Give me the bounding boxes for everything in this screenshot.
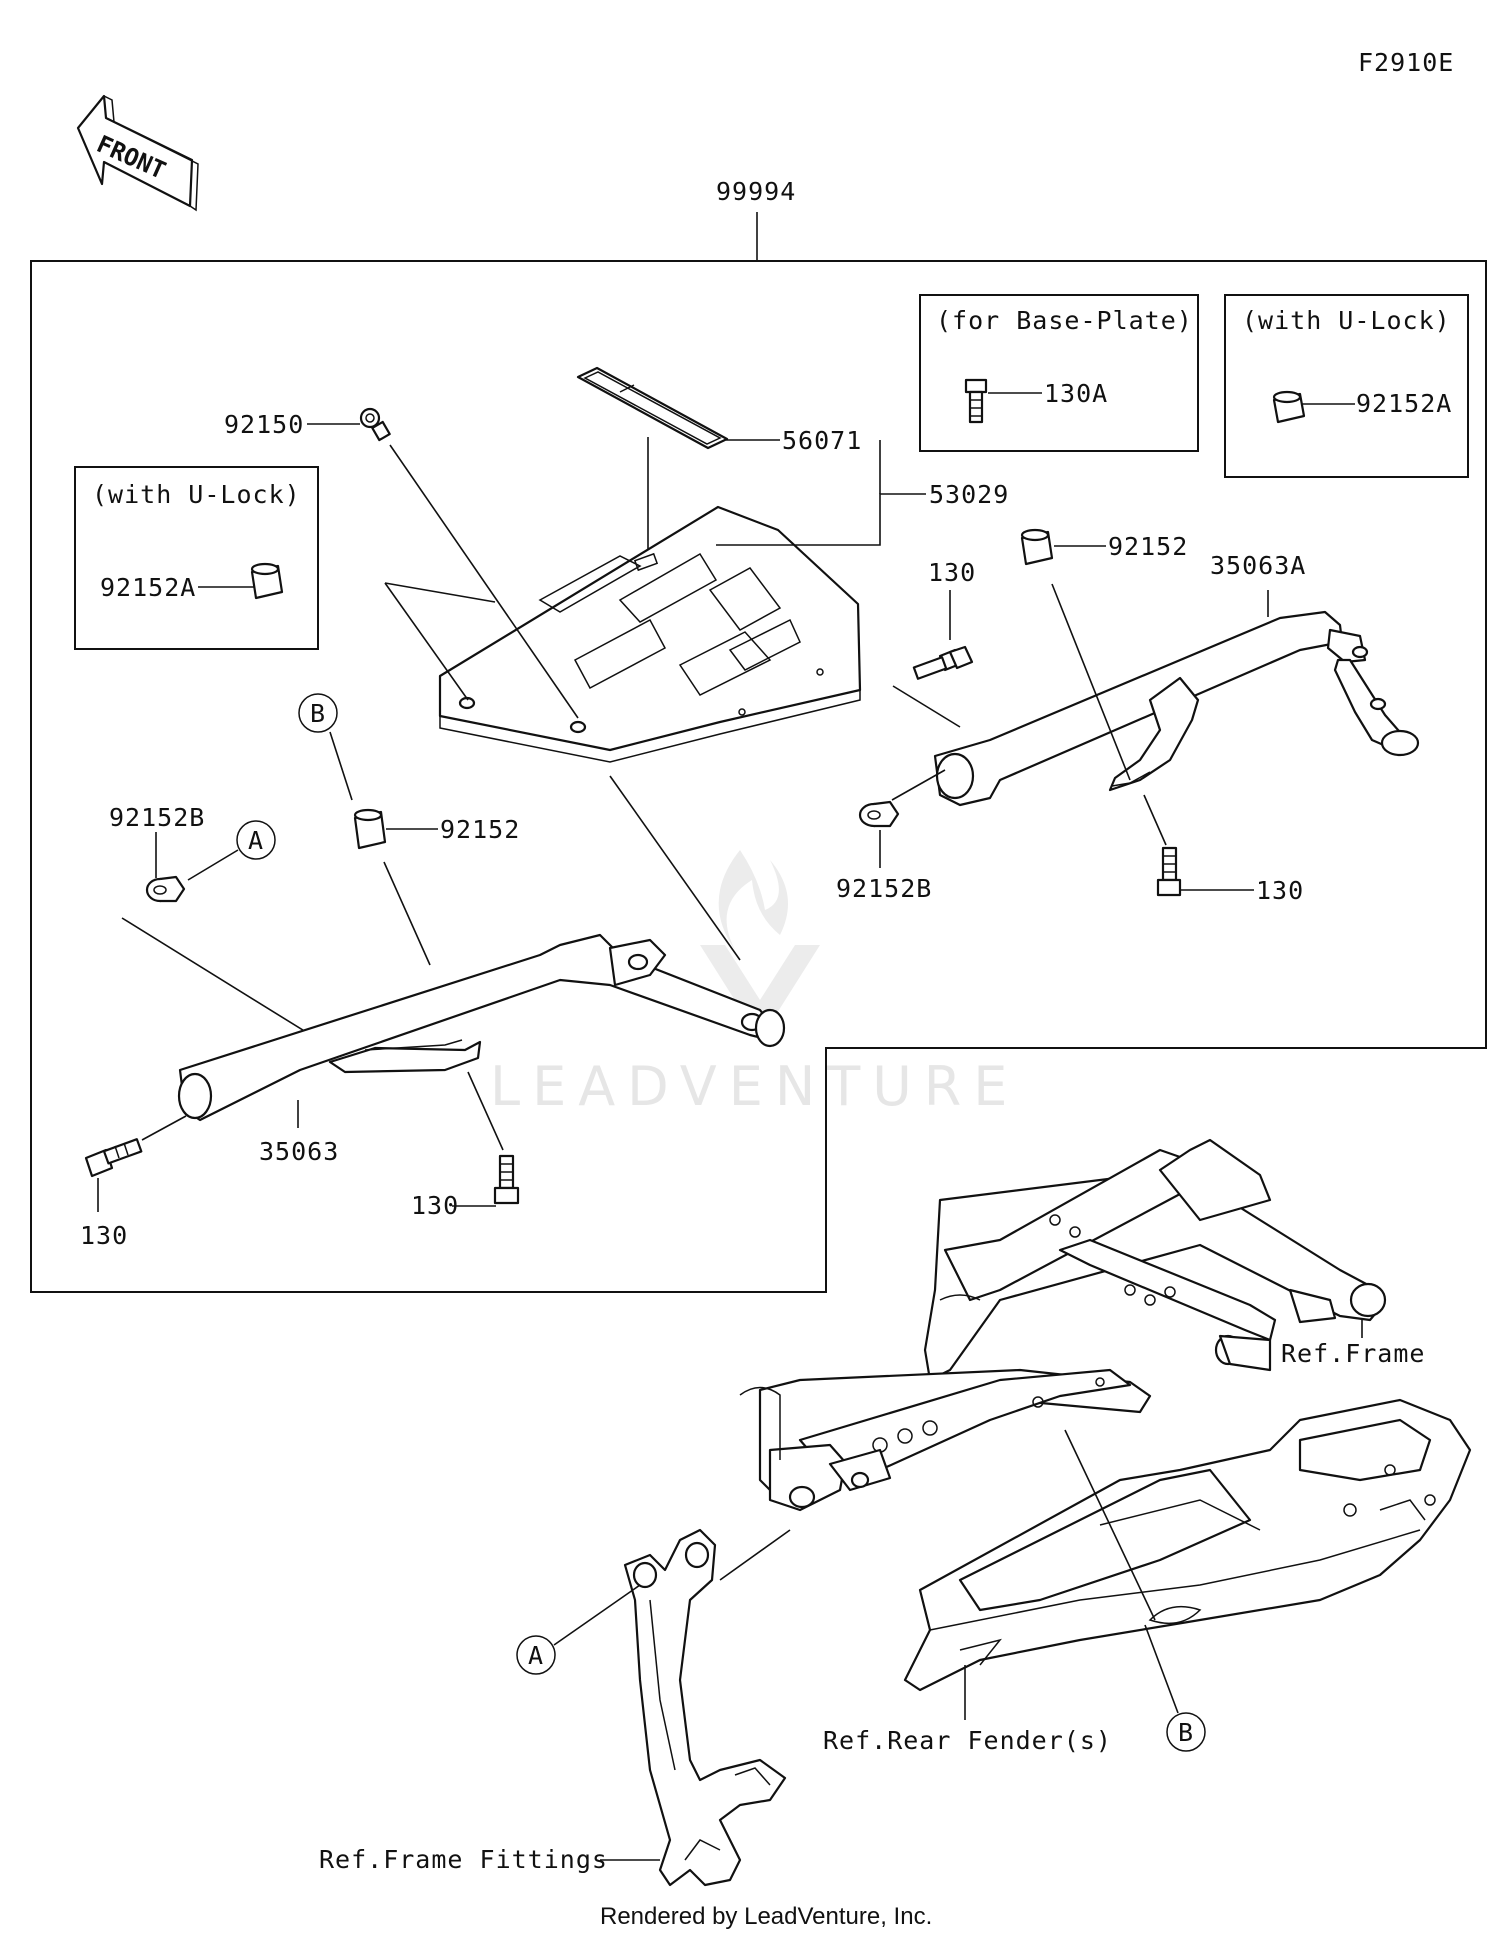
assembly-boundary bbox=[30, 260, 1487, 1293]
spacer-92152-left-icon bbox=[353, 808, 387, 850]
marker-b-top: B bbox=[298, 693, 338, 733]
callout-130-right: 130 bbox=[1256, 876, 1304, 905]
marker-a-top-text: A bbox=[248, 826, 264, 855]
callout-130-top: 130 bbox=[928, 558, 976, 587]
front-arrow-icon: FRONT bbox=[76, 94, 199, 212]
marker-a-bottom-text: A bbox=[528, 1641, 544, 1670]
callout-92152-right: 92152 bbox=[1108, 532, 1188, 561]
footer-credit: Rendered by LeadVenture, Inc. bbox=[600, 1903, 932, 1930]
bolt-130-mid-icon bbox=[493, 1154, 520, 1205]
callout-53029: 53029 bbox=[929, 480, 1009, 509]
collar-92152b-left-icon bbox=[145, 875, 186, 903]
decal-56071 bbox=[576, 366, 729, 450]
inset-base-plate-title: (for Base-Plate) bbox=[936, 306, 1193, 335]
inset-base-plate: (for Base-Plate) 130A bbox=[919, 294, 1199, 452]
ref-rear-fender bbox=[903, 1398, 1472, 1692]
callout-92150: 92150 bbox=[224, 410, 304, 439]
marker-b-top-text: B bbox=[310, 699, 326, 728]
bolt-130a-icon bbox=[964, 378, 988, 424]
spacer-92152-right-icon bbox=[1020, 528, 1054, 566]
assembly-number: 99994 bbox=[716, 177, 796, 206]
callout-92152b-left: 92152B bbox=[109, 803, 205, 832]
ref-rear-fender-label: Ref.Rear Fender(s) bbox=[823, 1726, 1112, 1755]
ref-frame-assembly bbox=[739, 1138, 1387, 1512]
callout-92152b-right: 92152B bbox=[836, 874, 932, 903]
watermark: LEADVENTURE bbox=[490, 850, 1019, 1118]
bolt-92150-icon bbox=[359, 407, 391, 442]
inset-u-lock-left-part: 92152A bbox=[100, 573, 196, 602]
collar-92152b-right-icon bbox=[858, 800, 900, 828]
marker-a-bottom: A bbox=[516, 1635, 556, 1675]
inset-u-lock-right-title: (with U-Lock) bbox=[1242, 306, 1451, 335]
base-plate-53029 bbox=[438, 505, 862, 763]
inset-base-plate-part: 130A bbox=[1044, 379, 1108, 408]
callout-35063: 35063 bbox=[259, 1137, 339, 1166]
inset-u-lock-left: (with U-Lock) 92152A bbox=[74, 466, 319, 650]
inset-u-lock-right-part: 92152A bbox=[1356, 389, 1452, 418]
bolt-130-right-icon bbox=[1156, 846, 1182, 897]
ref-frame-fittings bbox=[623, 1528, 787, 1887]
marker-b-bottom: B bbox=[1166, 1712, 1206, 1752]
ref-frame-label: Ref.Frame bbox=[1281, 1339, 1425, 1368]
callout-35063a: 35063A bbox=[1210, 551, 1306, 580]
callout-130-left: 130 bbox=[80, 1221, 128, 1250]
spacer-92152a-left-icon bbox=[250, 562, 284, 600]
callout-56071: 56071 bbox=[782, 426, 862, 455]
ref-frame-fittings-label: Ref.Frame Fittings bbox=[319, 1845, 608, 1874]
inset-u-lock-left-title: (with U-Lock) bbox=[92, 480, 301, 509]
bolt-130-top-icon bbox=[912, 645, 974, 680]
callout-92152-left: 92152 bbox=[440, 815, 520, 844]
inset-u-lock-right: (with U-Lock) 92152A bbox=[1224, 294, 1469, 478]
callout-130-mid: 130 bbox=[411, 1191, 459, 1220]
side-bracket-35063a bbox=[933, 610, 1420, 807]
marker-a-top: A bbox=[236, 820, 276, 860]
figure-code: F2910E bbox=[1358, 48, 1454, 77]
bolt-130-left-icon bbox=[84, 1138, 143, 1178]
marker-b-bottom-text: B bbox=[1178, 1718, 1194, 1747]
side-bracket-35063 bbox=[177, 933, 786, 1122]
spacer-92152a-icon bbox=[1272, 390, 1306, 424]
watermark-text: LEADVENTURE bbox=[490, 1055, 1019, 1118]
